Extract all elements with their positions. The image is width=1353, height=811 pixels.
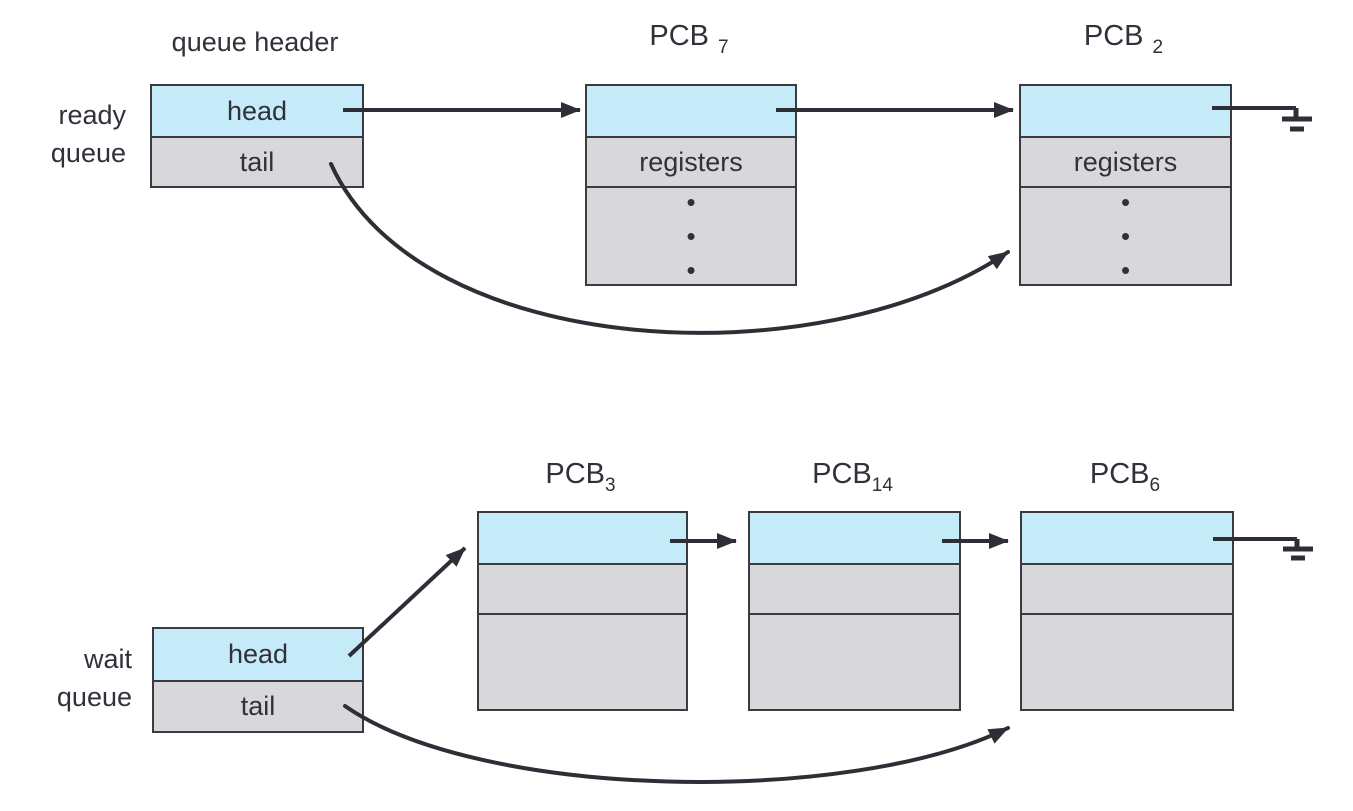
wait-tail-cell: tail [154,680,362,731]
pcb6-title-base: PCB [1089,458,1150,490]
wait-head-label: head [227,639,289,669]
ready-queue-label-line1: ready [58,100,126,130]
ready-queue-label-line2: queue [50,138,126,168]
wait-queue-label-line1: wait [83,644,132,674]
pcb2-box: registers • • • [1019,84,1232,286]
null-pointer-ground-icon [1282,108,1312,132]
ready-tail-cell: tail [152,136,362,186]
pcb7-title-sub: 7 [718,37,729,58]
pcb14-box [748,511,961,711]
pcb7-registers-cell: registers [587,136,795,186]
wait-queue-label-line2: queue [56,682,132,712]
ready-tail-label: tail [239,146,275,177]
pcb3-field-cell [479,563,686,613]
pcb6-field-cell [1022,563,1232,613]
pcb14-title-base: PCB [812,458,872,490]
null-pointer-ground-icon [1283,539,1313,561]
wait-head-cell: head [154,629,362,680]
ellipsis-dot: • [686,255,696,285]
pcb14-title: PCB14 [748,458,957,496]
pcb3-title-base: PCB [545,458,606,490]
ellipsis-dot: • [1120,221,1131,251]
pcb7-fields-cell: • • • [587,186,795,285]
pcb6-title: PCB6 [1020,458,1230,496]
pcb3-link-cell [479,513,686,563]
pcb6-box [1020,511,1234,711]
pcb3-fields-cell [479,613,686,709]
queue-header-title: queue header [171,27,339,57]
ellipsis-dot: • [1120,187,1131,217]
pcb2-title: PCB 2 [1019,20,1228,58]
wait-queue-label: wait queue [24,640,132,716]
pcb14-title-sub: 14 [871,475,893,496]
pcb2-title-base: PCB [1083,20,1144,52]
pcb7-box: registers • • • [585,84,797,286]
pcb7-registers-label: registers [639,146,743,177]
pcb2-title-sub: 2 [1152,37,1164,58]
ellipsis-dot: • [1120,255,1131,285]
pcb3-box [477,511,688,711]
ellipsis-dot: • [686,187,696,217]
pcb7-title-base: PCB [649,20,710,52]
pcb6-title-sub: 6 [1149,475,1161,496]
pcb14-fields-cell [750,613,959,709]
arrow-wait-tail-to-pcb6 [343,704,1010,784]
pcb6-link-cell [1022,513,1232,563]
pcb6-fields-cell [1022,613,1232,709]
pcb7-title: PCB 7 [585,20,793,58]
ready-head-label: head [226,95,288,126]
pcb2-registers-cell: registers [1021,136,1230,186]
pcb2-registers-label: registers [1073,146,1178,177]
ellipsis-dot: • [686,221,696,251]
pcb3-title-sub: 3 [605,475,616,496]
ready-queue-header-box: head tail [150,84,364,188]
wait-queue-header-box: head tail [152,627,364,733]
arrow-wait-head-to-pcb3 [347,546,467,658]
pcb7-link-cell [587,86,795,136]
pcb14-field-cell [750,563,959,613]
wait-tail-label: tail [240,691,276,721]
pcb2-fields-cell: • • • [1021,186,1230,285]
pcb14-link-cell [750,513,959,563]
pcb2-link-cell [1021,86,1230,136]
ready-queue-label: ready queue [18,96,126,172]
pcb3-title: PCB3 [477,458,684,496]
ready-head-cell: head [152,86,362,136]
